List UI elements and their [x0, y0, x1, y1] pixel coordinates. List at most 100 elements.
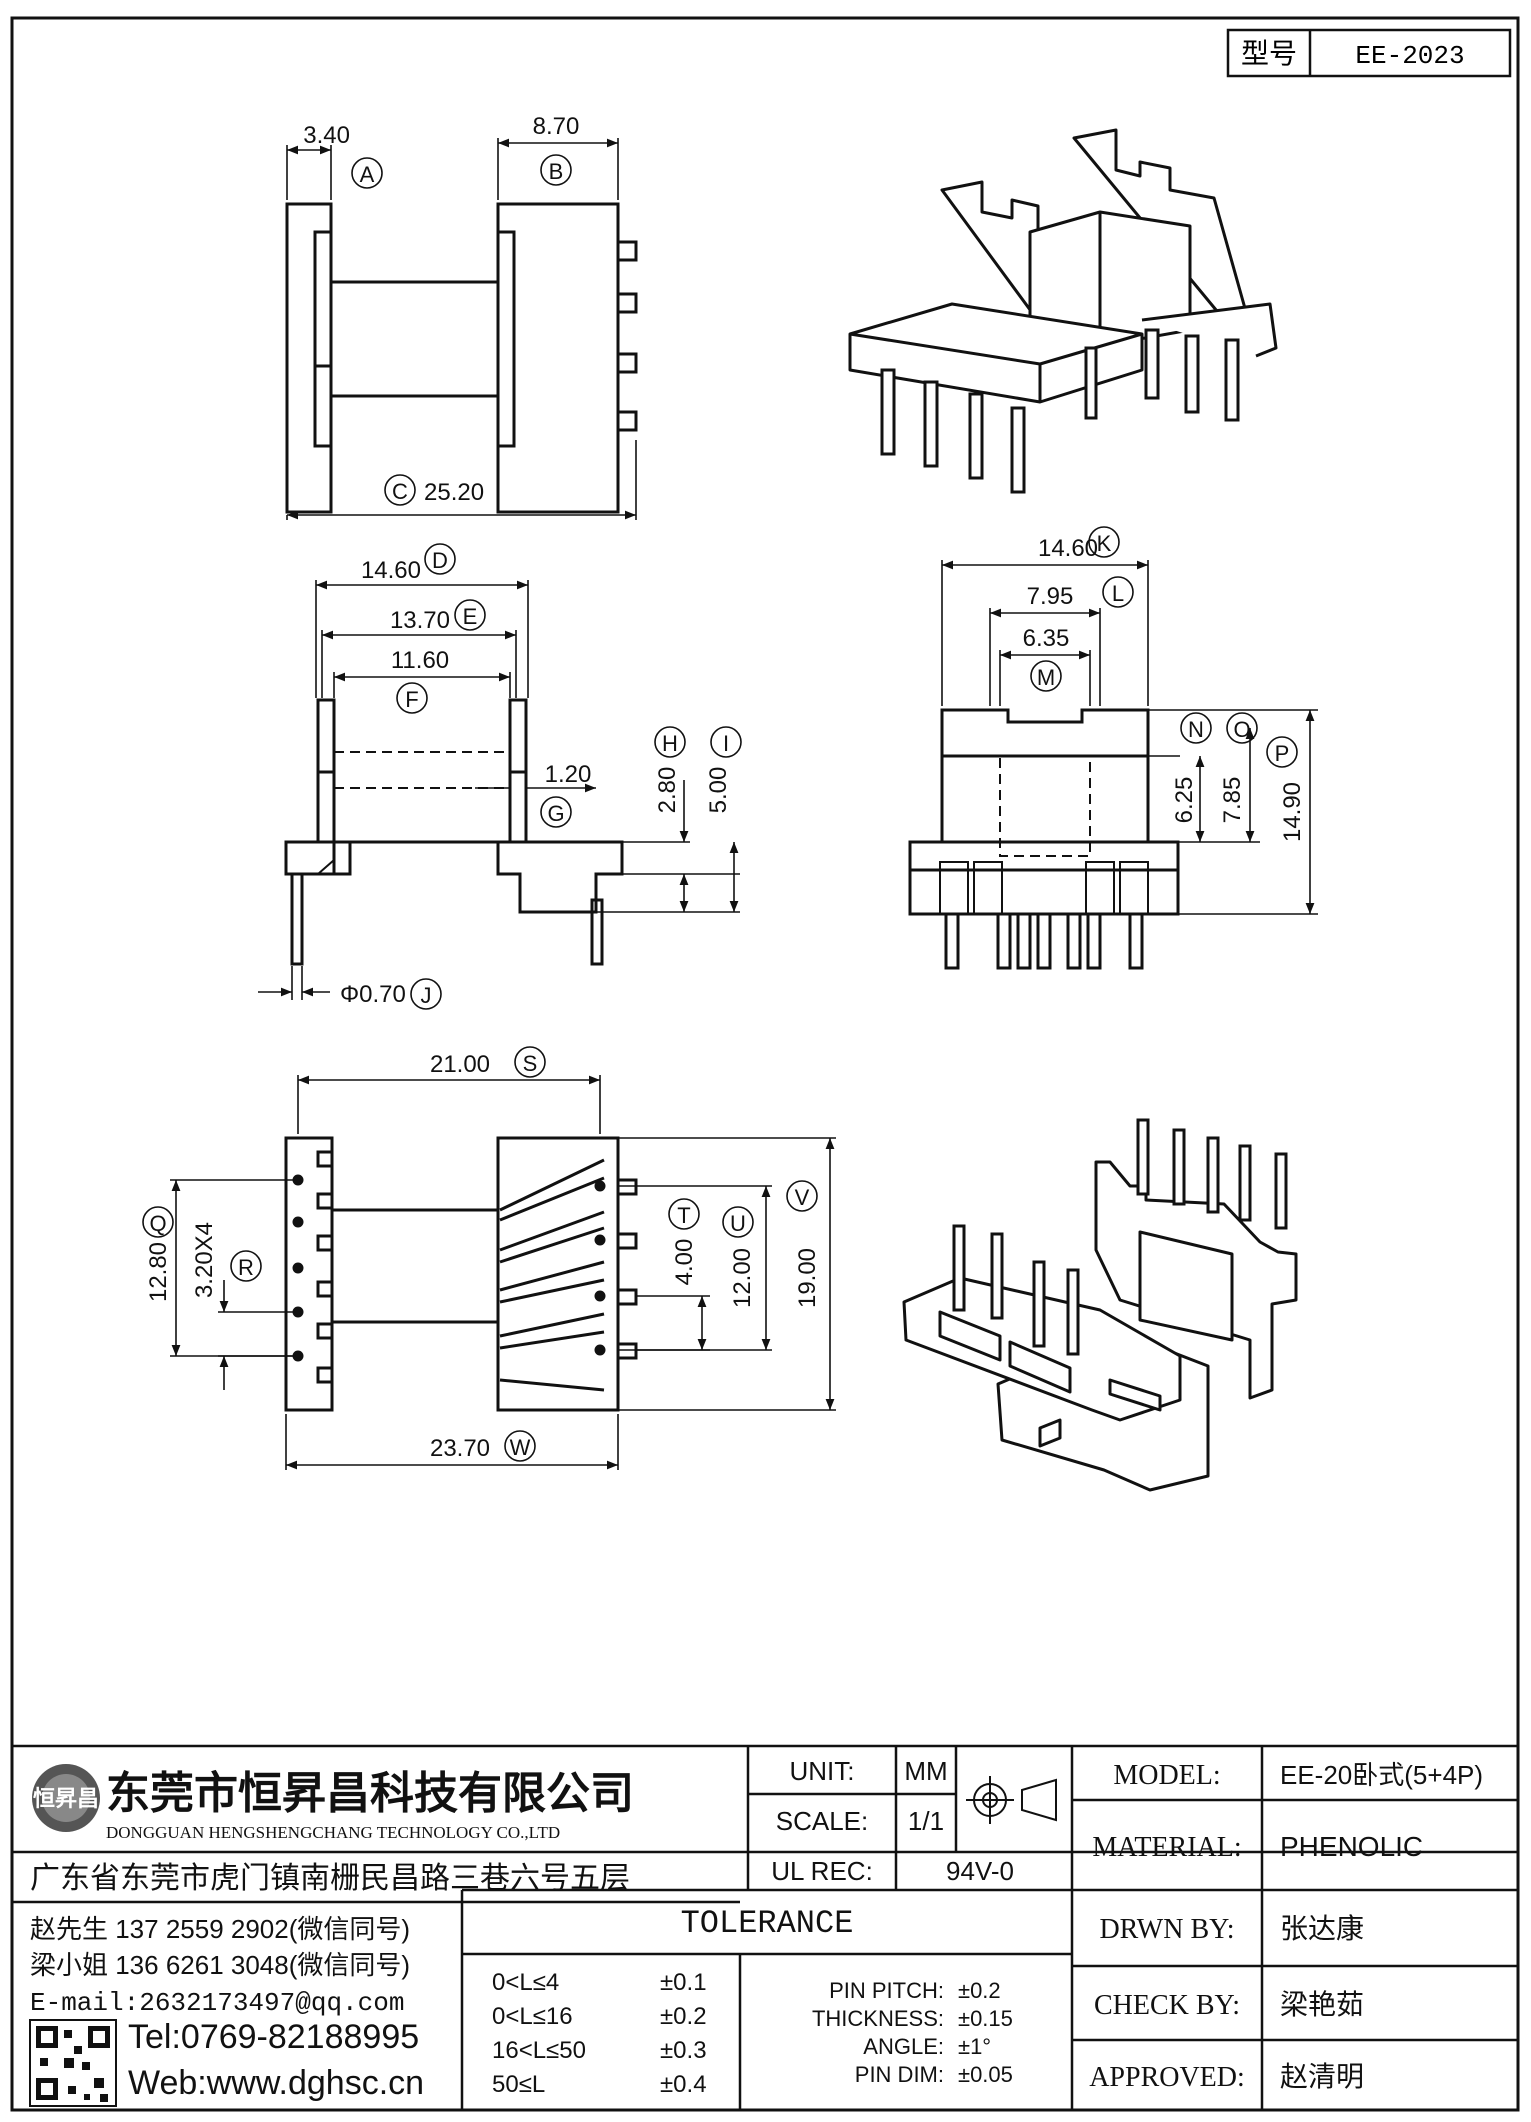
company-logo: 恒昇昌: [32, 1764, 100, 1832]
check-label: CHECK BY:: [1094, 1990, 1240, 2021]
dim-a-tag: [351, 157, 383, 189]
logo-text: 恒昇昌: [33, 1786, 99, 1811]
unit-value: MM: [904, 1756, 947, 1786]
view-side-right: [908, 708, 1180, 970]
scale-value: 1/1: [908, 1806, 944, 1836]
tol-range-1: 0<L≤4: [492, 1969, 559, 1996]
dim-j-letter: J: [421, 983, 432, 1008]
dim-b-value: 8.70: [533, 113, 580, 140]
dim-h-letter: H: [662, 731, 678, 756]
qr-code-icon: [29, 2019, 117, 2107]
contact-web: Web:www.dghsc.cn: [128, 2064, 424, 2102]
dim-k-tag: [1088, 526, 1120, 558]
dim-o-value: 7.85: [1219, 777, 1246, 824]
material-value: PHENOLIC: [1280, 1831, 1423, 1862]
dim-m-value: 6.35: [1023, 625, 1070, 652]
dim-o-letter: O: [1233, 717, 1250, 742]
dim-t-value: 4.00: [671, 1239, 698, 1286]
dim-l-value: 7.95: [1027, 583, 1074, 610]
dim-t-tag: [668, 1198, 700, 1230]
dims-side-right: [941, 560, 1318, 915]
pin-pitch-label: PIN PITCH:: [829, 1978, 944, 2003]
dim-e-value: 13.70: [390, 607, 450, 634]
tol-range-4: 50≤L: [492, 2071, 545, 2098]
ulrec-label: UL REC:: [771, 1856, 873, 1886]
approved-label: APPROVED:: [1089, 2062, 1245, 2093]
angle-label: ANGLE:: [863, 2034, 944, 2059]
dim-s-letter: S: [523, 1051, 538, 1076]
dim-o-tag: [1226, 712, 1258, 744]
dim-e-letter: E: [463, 604, 478, 629]
dim-m-letter: M: [1037, 665, 1055, 690]
view-front-left: [284, 698, 624, 966]
contact-email: E-mail:2632173497@qq.com: [30, 1988, 404, 2018]
company-name-cn: 东莞市恒昇昌科技有限公司: [106, 1769, 634, 1818]
dim-s-value: 21.00: [430, 1051, 490, 1078]
dim-f-letter: F: [405, 687, 418, 712]
dim-q-tag: [142, 1206, 174, 1238]
dim-h-tag: [654, 726, 686, 758]
dim-d-tag: [424, 543, 456, 575]
model-value: EE-20卧式(5+4P): [1280, 1760, 1483, 1790]
dim-b-letter: B: [549, 159, 564, 184]
dim-j-value: Φ0.70: [340, 981, 406, 1008]
dim-i-letter: I: [723, 731, 729, 756]
third-angle-projection-icon: [966, 1776, 1057, 1824]
thickness-label: THICKNESS:: [812, 2006, 944, 2031]
dim-d-value: 14.60: [361, 557, 421, 584]
dim-s-tag: [514, 1046, 546, 1078]
dim-u-value: 12.00: [729, 1248, 756, 1308]
dim-q-letter: Q: [149, 1211, 166, 1236]
dim-i-value: 5.00: [705, 767, 732, 814]
thickness-value: ±0.15: [958, 2006, 1013, 2031]
dim-k-value: 14.60: [1038, 535, 1098, 562]
dims-bottom-left: [170, 1075, 836, 1470]
dim-c-letter: C: [392, 479, 408, 504]
dim-f-value: 11.60: [391, 647, 449, 674]
dim-v-letter: V: [795, 1185, 810, 1210]
dim-r-tag: [230, 1250, 262, 1282]
dims-top-left: [286, 138, 637, 520]
tol-value-4: ±0.4: [660, 2071, 707, 2098]
dim-m-tag: [1030, 660, 1062, 692]
angle-value: ±1°: [958, 2034, 991, 2059]
model-label: MODEL:: [1113, 1760, 1220, 1791]
unit-label: UNIT:: [790, 1756, 855, 1786]
header-model-box: 型号 EE-2023: [1226, 28, 1512, 78]
dim-d-letter: D: [432, 548, 448, 573]
dim-n-letter: N: [1188, 717, 1204, 742]
dims-front-left: [258, 580, 740, 1000]
tol-value-3: ±0.3: [660, 2037, 707, 2064]
iso-view-bottom: [902, 1160, 1298, 1492]
pin-dim-value: ±0.05: [958, 2062, 1013, 2087]
dim-n-value: 6.25: [1171, 777, 1198, 824]
tolerance-title: TOLERANCE: [681, 1905, 854, 1942]
dim-q-value: 12.80: [145, 1242, 172, 1302]
dim-h-value: 2.80: [654, 767, 681, 814]
dim-g-tag: [540, 796, 572, 828]
pin-dim-label: PIN DIM:: [855, 2062, 944, 2087]
dim-c-tag: [384, 474, 416, 506]
contact-2: 梁小姐 136 6261 3048(微信同号): [30, 1950, 410, 1980]
dim-u-letter: U: [730, 1211, 746, 1236]
tol-value-2: ±0.2: [660, 2003, 707, 2030]
company-name-en: DONGGUAN HENGSHENGCHANG TECHNOLOGY CO.,L…: [106, 1823, 560, 1842]
header-model-value: EE-2023: [1355, 41, 1464, 71]
dim-j-tag: [410, 978, 442, 1010]
dim-a-letter: A: [360, 162, 375, 187]
dim-u-tag: [722, 1206, 754, 1238]
dim-v-tag: [786, 1180, 818, 1212]
dim-i-tag: [710, 726, 742, 758]
dim-c-value: 25.20: [424, 479, 484, 506]
dim-r-value: 3.20X4: [191, 1222, 218, 1298]
dim-n-tag: [1180, 712, 1212, 744]
dim-k-letter: K: [1097, 531, 1112, 556]
dim-l-tag: [1102, 576, 1134, 608]
dim-f-tag: [396, 682, 428, 714]
header-model-label: 型号: [1241, 38, 1297, 69]
dim-e-tag: [454, 599, 486, 631]
dim-w-letter: W: [510, 1435, 531, 1460]
drwn-label: DRWN BY:: [1099, 1914, 1234, 1945]
dim-p-tag: [1266, 736, 1298, 768]
dim-g-letter: G: [547, 801, 564, 826]
